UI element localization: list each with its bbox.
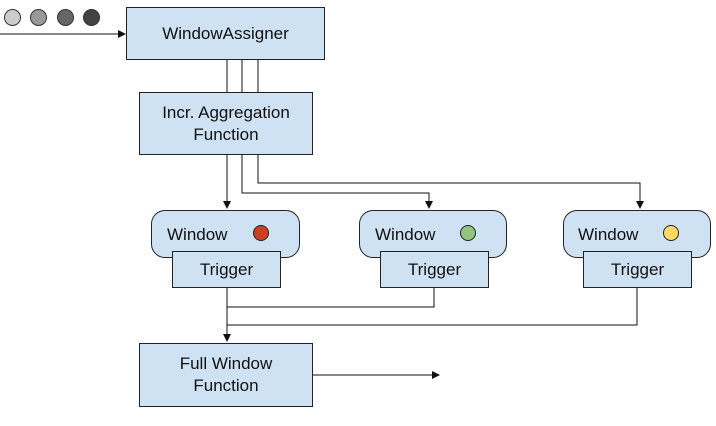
window-3-label: Window: [578, 225, 639, 244]
event-circle: [4, 9, 21, 26]
trigger-3-to-full-window-line: [227, 288, 638, 326]
window-2-status-dot: [460, 225, 476, 241]
event-circle: [83, 9, 100, 26]
window-1-status-dot: [253, 225, 269, 241]
incr-aggregation-box: Incr. Aggregation Function: [139, 92, 313, 155]
trigger-1-label: Trigger: [199, 259, 254, 279]
window-2-pill: [359, 210, 507, 258]
full-window-function-box: Full Window Function: [139, 343, 313, 407]
aggregation-to-window-3-arrow: [257, 154, 644, 209]
window-3-pill: [563, 210, 711, 258]
event-circle: [57, 9, 74, 26]
trigger-2-label: Trigger: [407, 259, 462, 279]
trigger-3-label: Trigger: [610, 259, 665, 279]
trigger-2-box: Trigger: [380, 251, 489, 288]
window-2-label: Window: [375, 225, 436, 244]
full-window-function-label-line1: Full Window: [179, 354, 273, 373]
trigger-2-to-full-window-line: [227, 288, 435, 308]
window-1-pill: [151, 210, 300, 258]
trigger-3-box: Trigger: [583, 251, 692, 288]
aggregation-to-window-2-arrow: [241, 154, 433, 209]
window-3-status-dot: [663, 225, 679, 241]
incr-aggregation-label-line1: Incr. Aggregation: [162, 102, 290, 122]
incr-aggregation-label-line2: Function: [193, 124, 259, 144]
window-assigner-box: WindowAssigner: [126, 7, 325, 60]
trigger-1-box: Trigger: [172, 251, 281, 288]
full-window-function-label-line2: Function: [193, 376, 259, 395]
event-circle: [30, 9, 47, 26]
window-assigner-label: WindowAssigner: [162, 23, 289, 43]
window-1-label: Window: [167, 225, 228, 244]
